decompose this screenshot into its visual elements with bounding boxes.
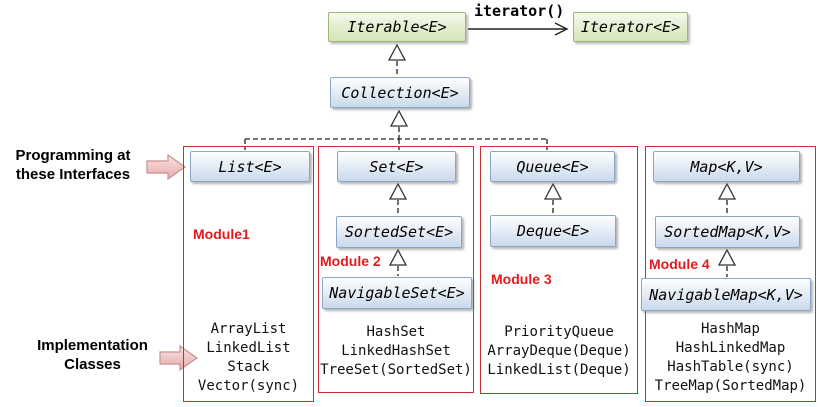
queue-implementations: PriorityQueue ArrayDeque(Deque) LinkedLi… [480, 323, 638, 380]
impl-arraydeque: ArrayDeque(Deque) [487, 343, 631, 359]
module4-container [645, 146, 816, 402]
programming-interfaces-label-line1: Programming at [15, 147, 131, 164]
iterator-method-label: iterator() [474, 2, 565, 20]
map-interface-box: Map<K,V> [653, 151, 800, 182]
impl-vector: Vector(sync) [197, 378, 300, 394]
deque-interface-box: Deque<E> [490, 215, 616, 247]
impl-linkedlist-deque: LinkedList(Deque) [487, 362, 631, 378]
module3-label: Module 3 [491, 271, 552, 287]
queue-interface-box: Queue<E> [490, 151, 615, 182]
collection-extends-iterable-arrow [387, 43, 407, 76]
impl-linkedhashset: LinkedHashSet [341, 343, 451, 359]
impl-priorityqueue: PriorityQueue [504, 324, 614, 340]
impl-hashmap: HashMap [700, 321, 760, 337]
module2-container [318, 146, 474, 393]
implementation-classes-label-line2: Classes [64, 356, 121, 373]
module1-label: Module1 [193, 226, 250, 242]
subinterfaces-extend-collection-arrow [244, 109, 548, 150]
list-implementations: ArrayList LinkedList Stack Vector(sync) [183, 320, 314, 396]
navigablemap-interface-box: NavigableMap<K,V> [641, 278, 811, 311]
programming-interfaces-label: Programming at these Interfaces [2, 146, 144, 184]
implementation-classes-label: Implementation Classes [25, 336, 160, 374]
collection-interface-box: Collection<E> [330, 77, 470, 108]
implementation-classes-label-line1: Implementation [37, 337, 148, 354]
sortedmap-interface-box: SortedMap<K,V> [655, 216, 800, 248]
interfaces-block-arrow-icon [146, 153, 187, 181]
module3-container [480, 146, 638, 394]
set-implementations: HashSet LinkedHashSet TreeSet(SortedSet) [318, 323, 474, 380]
impl-hashtable: HashTable(sync) [667, 359, 794, 375]
navigableset-interface-box: NavigableSet<E> [322, 277, 472, 309]
impl-hashlinkedmap: HashLinkedMap [675, 340, 786, 356]
sortedset-interface-box: SortedSet<E> [336, 216, 462, 248]
impl-treeset: TreeSet(SortedSet) [320, 362, 472, 378]
iterable-interface-box: Iterable<E> [328, 12, 466, 42]
module1-container [183, 146, 314, 402]
module2-label: Module 2 [320, 253, 381, 269]
impl-treemap: TreeMap(SortedMap) [654, 378, 807, 394]
programming-interfaces-label-line2: these Interfaces [15, 166, 131, 183]
set-interface-box: Set<E> [337, 151, 456, 182]
impl-linkedlist: LinkedList [206, 340, 291, 356]
impl-hashset: HashSet [366, 324, 426, 340]
map-implementations: HashMap HashLinkedMap HashTable(sync) Tr… [645, 320, 816, 396]
module4-label: Module 4 [649, 256, 710, 272]
iterator-association-arrow [468, 22, 569, 36]
impl-arraylist: ArrayList [210, 321, 287, 337]
list-interface-box: List<E> [190, 151, 310, 182]
iterator-interface-box: Iterator<E> [573, 12, 688, 42]
impl-stack: Stack [227, 359, 270, 375]
